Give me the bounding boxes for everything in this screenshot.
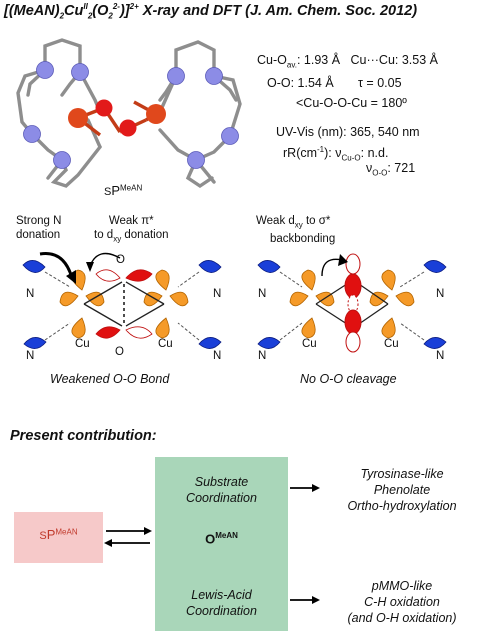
- structure-label: SPMeAN: [104, 183, 143, 198]
- right-caption: No O-O cleavage: [300, 372, 397, 386]
- weak-pi-donation-label: Weak π* to dxy donation: [94, 215, 169, 244]
- o-mean-label: OMeAN: [205, 531, 238, 547]
- crystal-structure: [16, 38, 242, 189]
- atom-n-right-1: N: [258, 288, 267, 300]
- left-orbital-panel: [22, 252, 222, 349]
- figure-title: [(MeAN)2CuII2(O22-)]2+ X-ray and DFT (J.…: [4, 2, 418, 21]
- atom-cu-left-2: Cu: [158, 338, 173, 350]
- atom-n-left-top-right: N: [213, 288, 222, 300]
- weak-dxy-backbonding-label: Weak dxy to σ* backbonding: [256, 215, 336, 246]
- property-v-oo: νO-O: 721: [366, 161, 416, 178]
- right-orbital-panel: [257, 253, 447, 353]
- property-o-o: O-O: 1.54 Å τ = 0.05: [267, 76, 402, 90]
- atom-cu-left-1: Cu: [75, 338, 90, 350]
- flow-arrows: [104, 484, 320, 604]
- atom-n-left-top: N: [26, 288, 35, 300]
- atom-o-left-top: O: [116, 254, 125, 266]
- o-mean-box: [155, 457, 288, 631]
- atom-n-right-2: N: [258, 350, 267, 362]
- atom-n-right-3: N: [436, 288, 445, 300]
- property-cu-o: Cu-Oav.: 1.93 Å Cu···Cu: 3.53 Å: [257, 53, 438, 70]
- atom-o-left-bottom: O: [115, 346, 124, 358]
- property-dihedral: <Cu-O-O-Cu = 180º: [296, 96, 407, 110]
- atom-cu-right-2: Cu: [384, 338, 399, 350]
- atom-n-left-bottom: N: [26, 350, 35, 362]
- atom-cu-right-1: Cu: [302, 338, 317, 350]
- property-rr: rR(cm-1): νCu-O: n.d.: [283, 145, 389, 163]
- contribution-heading: Present contribution:: [10, 428, 157, 444]
- left-caption: Weakened O-O Bond: [50, 372, 170, 386]
- cu-o-core: [68, 99, 166, 137]
- atom-n-left-bottom-right: N: [213, 350, 222, 362]
- atom-n-right-4: N: [436, 350, 445, 362]
- sp-mean-box: [14, 512, 103, 563]
- sp-mean-label: SPMeAN: [39, 527, 78, 542]
- property-uvvis: UV-Vis (nm): 365, 540 nm: [276, 125, 420, 139]
